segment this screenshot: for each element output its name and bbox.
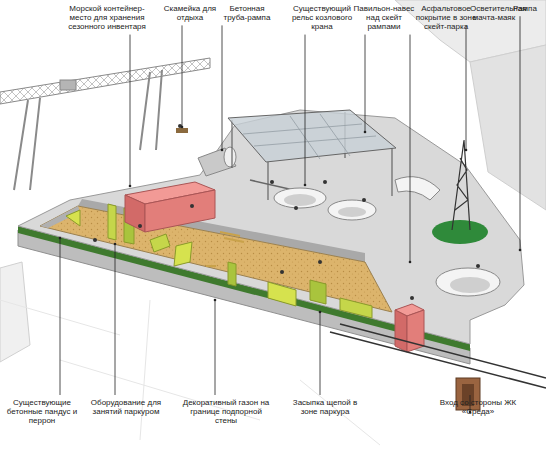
leader-line [222,25,223,150]
building [0,262,30,362]
leader-line [320,312,321,395]
callout-label: Существующий рельс козлового крана [285,4,359,32]
concrete-ramp [40,206,80,228]
skate-ramps [274,177,500,296]
crane-beam [0,58,210,104]
leader-line [130,35,131,186]
leader-line [410,35,411,262]
leader-dot [129,185,132,188]
callout-label: Засыпка щепой в зоне паркура [285,398,365,416]
callout-label: Рампа [508,4,542,13]
leader-line [182,25,183,127]
asphalt-plaza [18,110,524,344]
sea-container [125,182,215,232]
people [93,124,480,300]
callout-label: Декоративный газон на границе подпорной … [178,398,274,426]
leader-dot [59,237,62,240]
railway [330,324,546,388]
leader-line [520,16,521,250]
building [470,45,546,210]
leader-line [365,35,366,132]
leader-line [60,238,61,395]
callout-label: Осветительная мачта-маяк [470,4,518,22]
parkour-equipment [66,204,372,318]
crane-legs [14,70,162,190]
leader-dot [304,184,307,187]
callout-label: Павильон-навес над скейт рампами [351,4,417,32]
callout-label: Асфальтовое покрытие в зоне скейт-парка [415,4,477,32]
callout-label: Морской контейнер- место для хранения се… [62,4,152,32]
leader-line [305,35,306,185]
leader-line [215,300,216,395]
callout-label: Существующие бетонные пандус и перрон [4,398,80,426]
callout-label: Вход со стороны ЖК «Среда» [439,398,517,416]
leader-dot [409,261,412,264]
leader-dot [214,299,217,302]
crane-trolley [60,80,76,90]
callout-label: Бетонная труба-рампа [219,4,275,22]
leader-dot [364,131,367,134]
leader-line [115,244,116,395]
callout-label: Оборудование для занятий паркуром [88,398,164,416]
wood-chip-fill [40,206,392,312]
leader-dot [319,311,322,314]
leader-dot [221,149,224,152]
leader-dot [519,249,522,252]
leader-dot [465,149,468,152]
bench [176,128,188,133]
canopy-pavilion [228,110,396,200]
light-mast [432,140,488,244]
pipe-ramp [198,147,236,176]
leader-dot [181,126,184,129]
leader-dot [114,243,117,246]
callout-label: Скамейка для отдыха [161,4,219,22]
leader-line [466,25,467,150]
